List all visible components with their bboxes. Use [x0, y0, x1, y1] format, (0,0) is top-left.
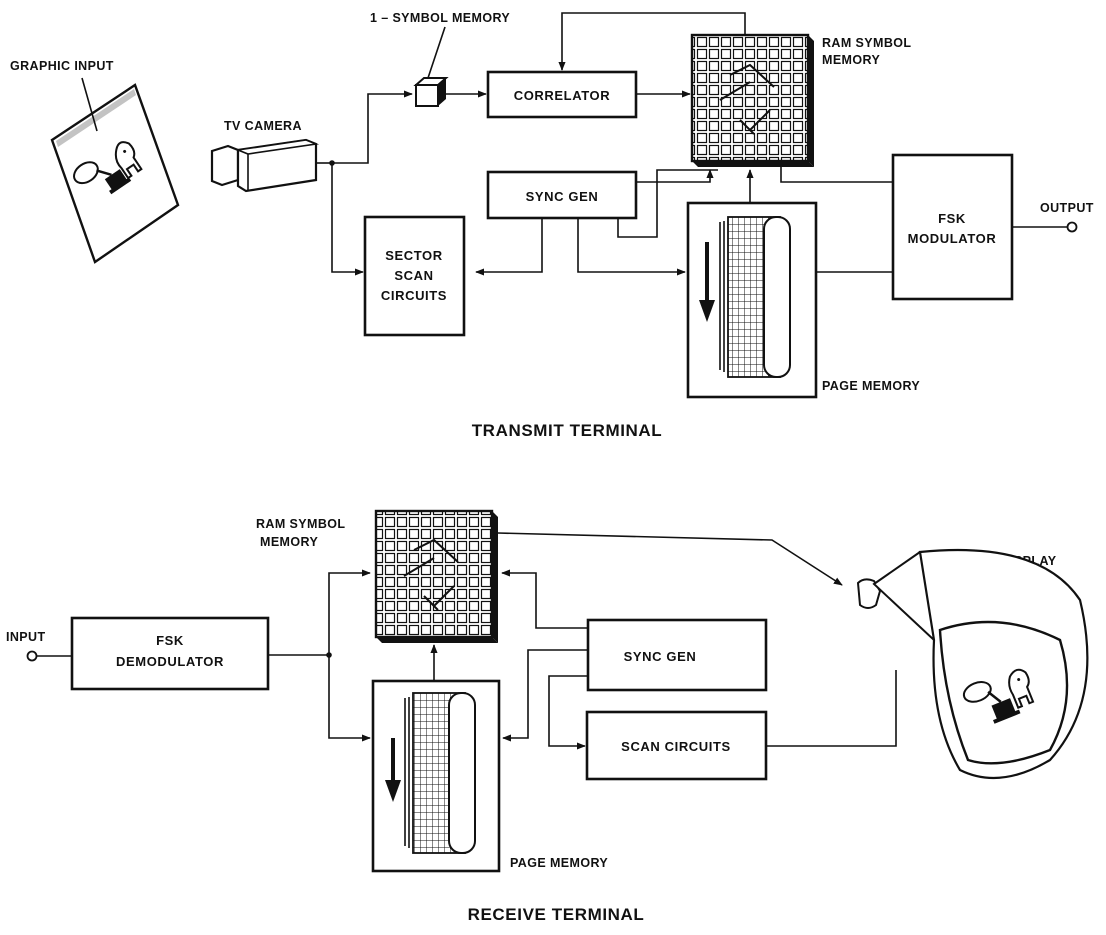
- correlator-label: CORRELATOR: [514, 88, 611, 103]
- rx-sync-to-scan-wire: [548, 675, 588, 750]
- sync-to-ram-wire-b: [617, 169, 718, 238]
- rx-page-memory-block: [371, 679, 501, 873]
- camera-to-sector-scan-wire: [331, 163, 364, 276]
- rx-page-memory-label: PAGE MEMORY: [510, 856, 608, 870]
- rx-sync-gen-label: SYNC GEN: [624, 649, 697, 664]
- ram-symbol-memory-label-2: MEMORY: [822, 53, 880, 67]
- tv-camera-label: TV CAMERA: [224, 119, 302, 133]
- input-label: INPUT: [6, 630, 46, 644]
- camera-to-symbol-memory-wire: [332, 90, 413, 164]
- scan-circuits-box: [585, 710, 768, 781]
- rx-sync-gen-box: [586, 618, 768, 692]
- transmit-terminal-title: TRANSMIT TERMINAL: [472, 421, 663, 440]
- output-terminal: [1066, 221, 1078, 233]
- one-symbol-memory-cube: [413, 77, 449, 107]
- ram-feedback-to-correlator-wire: [558, 12, 746, 71]
- input-terminal: [26, 650, 38, 662]
- rx-sync-to-ram-wire: [501, 569, 588, 629]
- sync-gen-label: SYNC GEN: [526, 189, 599, 204]
- scan-circuits-label: SCAN CIRCUITS: [621, 739, 731, 754]
- sync-to-sector-scan-wire: [475, 218, 543, 276]
- tv-camera-icon: [210, 138, 320, 193]
- receive-terminal-title: RECEIVE TERMINAL: [468, 905, 645, 924]
- fsk-demodulator-label-1: FSK: [156, 633, 184, 648]
- sector-scan-label-3: CIRCUITS: [381, 288, 447, 303]
- rx-ram-symbol-memory-block: [374, 509, 498, 643]
- ram-symbol-memory-block: [690, 33, 814, 167]
- sector-scan-box: [363, 215, 466, 337]
- fsk-demodulator-label-2: DEMODULATOR: [116, 654, 224, 669]
- graphic-input-leader: [81, 77, 98, 132]
- page-memory-block: [686, 201, 818, 399]
- fsk-demodulator-box: [70, 616, 270, 691]
- fsk-modulator-label-2: MODULATOR: [908, 231, 997, 246]
- demod-to-ram-wire: [328, 569, 371, 655]
- output-label: OUTPUT: [1040, 201, 1094, 215]
- ram-to-fsk-wire: [780, 167, 893, 183]
- ram-symbol-memory-label-1: RAM SYMBOL: [822, 36, 911, 50]
- scan-to-display-wire: [766, 670, 897, 747]
- sector-scan-label-2: SCAN: [394, 268, 433, 283]
- tv-screen-gramophone-dog-icon: [962, 668, 1035, 724]
- sync-to-ram-wire-a: [636, 169, 714, 183]
- graphic-input-picture: [50, 83, 180, 264]
- tv-display-icon: [856, 548, 1089, 780]
- sync-to-page-memory-wire: [577, 218, 686, 276]
- graphic-input-label: GRAPHIC INPUT: [10, 59, 114, 73]
- gramophone-dog-icon: [73, 141, 143, 195]
- rx-ram-symbol-memory-label-1: RAM SYMBOL: [256, 517, 345, 531]
- one-symbol-memory-label: 1 – SYMBOL MEMORY: [370, 11, 510, 25]
- rx-sync-to-page-wire: [502, 649, 588, 742]
- fsk-modulator-label-1: FSK: [938, 211, 966, 226]
- fsk-modulator-box: [891, 153, 1014, 301]
- ram-to-display-wire: [497, 532, 843, 586]
- demod-to-page-wire: [328, 655, 371, 742]
- page-memory-label: PAGE MEMORY: [822, 379, 920, 393]
- rx-ram-symbol-memory-label-2: MEMORY: [260, 535, 318, 549]
- sector-scan-label-1: SECTOR: [385, 248, 443, 263]
- sync-gen-box: [486, 170, 638, 220]
